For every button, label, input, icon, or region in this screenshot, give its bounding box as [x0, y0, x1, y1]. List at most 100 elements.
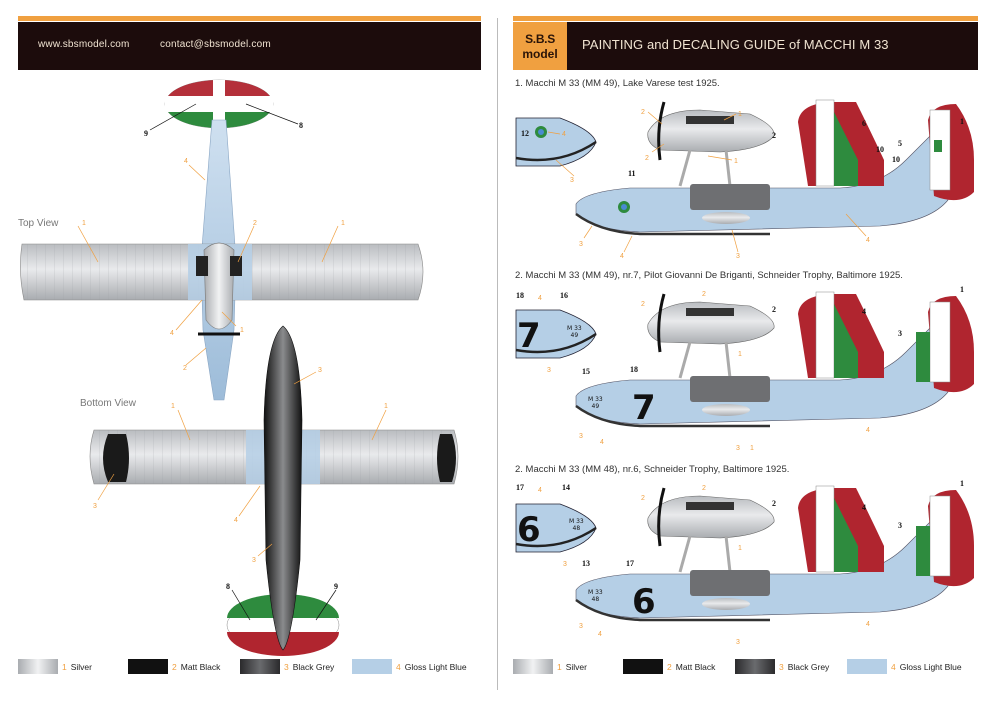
swatch-silver — [18, 659, 58, 674]
callout-4: 4 — [862, 307, 866, 316]
legend-label: Black Grey — [292, 662, 335, 672]
guide-title: PAINTING and DECALING GUIDE of MACCHI M … — [582, 37, 889, 52]
legend-label: Matt Black — [180, 662, 221, 672]
right-header-bar — [513, 22, 978, 70]
legend-number: 1 — [557, 662, 562, 672]
header-rule-right — [513, 16, 978, 21]
callout-2: 2 — [183, 365, 187, 372]
callout-4: 4 — [598, 631, 602, 638]
swatch-black-grey — [240, 659, 280, 674]
callout-11: 11 — [628, 169, 636, 178]
callout-2: 2 — [772, 305, 776, 314]
callout-10: 10 — [876, 145, 884, 154]
race-number-hull-7: 7 — [632, 388, 656, 428]
callout-2: 2 — [702, 485, 706, 492]
callout-9: 9 — [334, 582, 338, 591]
legend-number: 2 — [667, 662, 672, 672]
callout-1: 1 — [734, 158, 738, 165]
legend-number: 4 — [396, 662, 401, 672]
legend-label: Silver — [565, 662, 587, 672]
legend-number: 3 — [284, 662, 289, 672]
serial-sub: 49 — [570, 332, 579, 339]
left-header-bar: www.sbsmodel.com contact@sbsmodel.com — [18, 22, 481, 70]
callout-4: 4 — [866, 621, 870, 628]
callout-3: 3 — [252, 557, 256, 564]
callout-12: 12 — [521, 129, 529, 138]
callout-17: 17 — [626, 559, 634, 568]
callout-17: 17 — [516, 483, 524, 492]
header-rule-left — [18, 16, 481, 21]
logo-text-bottom: model — [522, 47, 558, 61]
callout-18: 18 — [630, 365, 638, 374]
bottom-view-label: Bottom View — [80, 398, 136, 409]
callout-3: 3 — [736, 639, 740, 646]
callout-4: 4 — [866, 237, 870, 244]
callout-9: 9 — [144, 129, 148, 138]
callout-15: 15 — [582, 367, 590, 376]
callout-5: 5 — [898, 139, 902, 148]
callout-3: 3 — [547, 367, 551, 374]
callout-3: 3 — [736, 445, 740, 452]
callout-1: 1 — [82, 220, 86, 227]
callout-4: 4 — [862, 503, 866, 512]
callout-8: 8 — [299, 121, 303, 130]
callout-2: 2 — [702, 291, 706, 298]
callout-6: 6 — [862, 119, 866, 128]
swatch-gloss-light-blue — [847, 659, 887, 674]
callout-3: 3 — [579, 433, 583, 440]
race-number-hull-6: 6 — [632, 582, 656, 622]
serial-sub: 48 — [591, 596, 600, 603]
scheme-3-title: 2. Macchi M 33 (MM 48), nr.6, Schneider … — [515, 464, 790, 475]
top-view-label: Top View — [18, 218, 59, 229]
logo-text-top: S.B.S — [525, 32, 555, 46]
callout-14: 14 — [562, 483, 570, 492]
callout-3: 3 — [736, 253, 740, 260]
sbs-logo: S.B.S model — [513, 22, 567, 70]
swatch-gloss-light-blue — [352, 659, 392, 674]
scheme-1-drawing — [515, 99, 974, 236]
callout-2: 2 — [772, 499, 776, 508]
race-number-nose-6: 6 — [517, 510, 541, 550]
serial-text: M 33 — [569, 518, 584, 525]
swatch-matt-black — [623, 659, 663, 674]
swatch-black-grey — [735, 659, 775, 674]
legend-label: Gloss Light Blue — [899, 662, 962, 672]
serial-sub: 48 — [572, 525, 581, 532]
scheme-2-drawing — [515, 291, 974, 428]
legend-number: 3 — [779, 662, 784, 672]
legend-number: 4 — [891, 662, 896, 672]
callout-4: 4 — [538, 295, 542, 302]
legend-label: Gloss Light Blue — [404, 662, 467, 672]
callout-4: 4 — [562, 131, 566, 138]
callout-1: 1 — [341, 220, 345, 227]
callout-4: 4 — [234, 517, 238, 524]
callout-4: 4 — [866, 427, 870, 434]
callout-2: 2 — [645, 155, 649, 162]
email-link[interactable]: contact@sbsmodel.com — [160, 39, 271, 50]
scheme-3-drawing — [515, 485, 974, 622]
callout-3: 3 — [570, 177, 574, 184]
page-divider — [497, 18, 498, 690]
callout-2: 2 — [772, 131, 776, 140]
scheme-2-title: 2. Macchi M 33 (MM 49), nr.7, Pilot Giov… — [515, 270, 903, 281]
bottom-view-drawing — [89, 325, 459, 656]
callout-3: 3 — [563, 561, 567, 568]
callout-1: 1 — [240, 327, 244, 334]
callout-3: 3 — [898, 521, 902, 530]
website-link[interactable]: www.sbsmodel.com — [38, 39, 130, 50]
swatch-matt-black — [128, 659, 168, 674]
legend-number: 2 — [172, 662, 177, 672]
callout-3: 3 — [579, 623, 583, 630]
top-view-drawing — [20, 79, 424, 401]
